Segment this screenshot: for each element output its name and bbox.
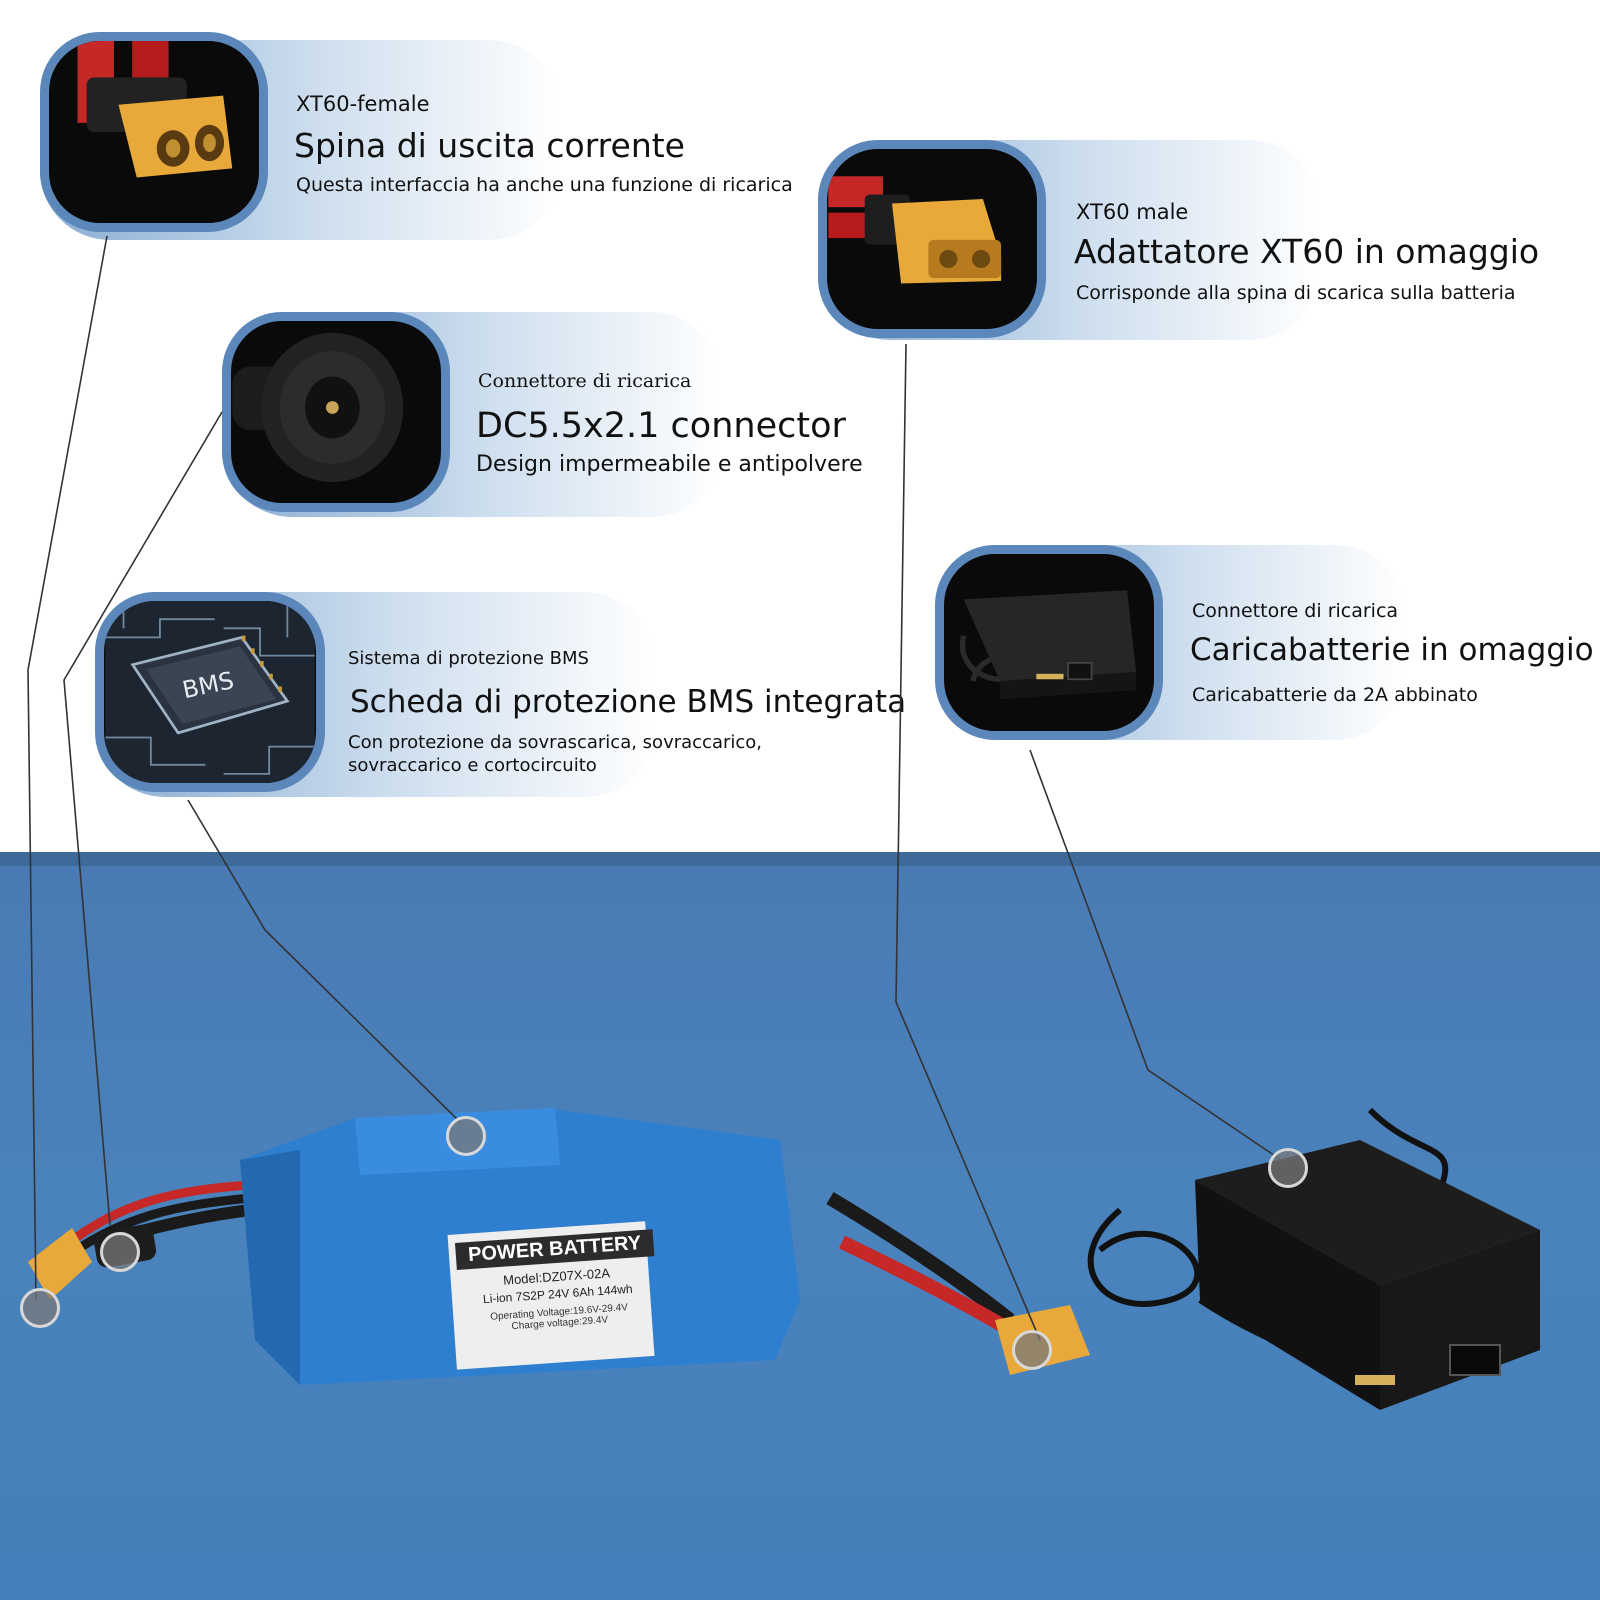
dc-connector-title: DC5.5x2.1 connector (476, 406, 846, 446)
xt60-male-title: Adattatore XT60 in omaggio (1074, 232, 1540, 271)
charger-thumb (935, 545, 1163, 740)
band-divider (0, 852, 1600, 866)
charger-title: Caricabatterie in omaggio (1190, 632, 1594, 668)
xt60-female-thumb (40, 32, 268, 232)
bms-thumb: BMS (95, 592, 325, 792)
xt60-female-label: XT60-female (296, 92, 430, 116)
pin-dc-connector (100, 1232, 140, 1272)
dc-connector-thumb (222, 312, 450, 512)
charger-label: Connettore di ricarica (1192, 600, 1399, 622)
dc-connector-desc: Design impermeabile e antipolvere (476, 452, 863, 477)
xt60-male-connector-icon (828, 149, 1036, 329)
bms-desc-line2: sovraccarico e cortocircuito (348, 755, 597, 776)
xt60-female-desc: Questa interfaccia ha anche una funzione… (296, 174, 793, 196)
bms-chip-icon: BMS (105, 601, 315, 783)
pin-charger (1268, 1148, 1308, 1188)
xt60-male-label: XT60 male (1076, 200, 1189, 224)
charger-icon (945, 554, 1153, 731)
xt60-male-thumb (818, 140, 1046, 338)
charger-desc: Caricabatterie da 2A abbinato (1192, 684, 1478, 706)
battery-label: POWER BATTERY Model:DZ07X-02A Li-ion 7S2… (454, 1229, 659, 1336)
xt60-male-desc: Corrisponde alla spina di scarica sulla … (1076, 282, 1516, 304)
pin-xt60-female (20, 1288, 60, 1328)
xt60-female-title: Spina di uscita corrente (294, 126, 685, 165)
bms-label: Sistema di protezione BMS (348, 648, 589, 669)
dc-plug-icon (232, 321, 440, 503)
bms-desc-line1: Con protezione da sovrascarica, sovracca… (348, 732, 763, 753)
dc-connector-label: Connettore di ricarica (478, 370, 692, 392)
xt60-female-connector-icon (50, 41, 258, 223)
bms-title: Scheda di protezione BMS integrata (350, 684, 907, 720)
product-display-area (0, 856, 1600, 1600)
pin-bms (446, 1116, 486, 1156)
pin-xt60-male (1012, 1330, 1052, 1370)
